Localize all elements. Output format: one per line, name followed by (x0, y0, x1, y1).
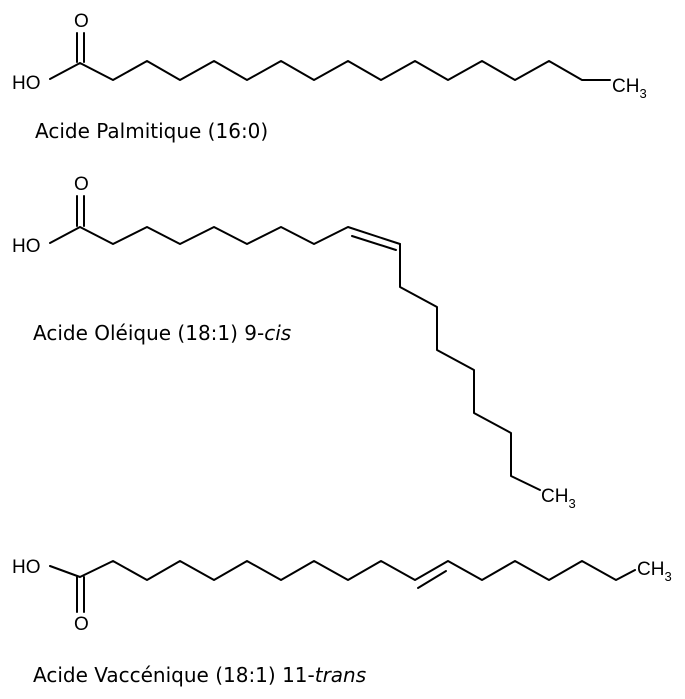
oleic-carbonyl-oxygen: O (74, 174, 89, 195)
vaccenic-acid-label: Acide Vaccénique (18:1) 11-trans (33, 663, 366, 687)
palmitic-hydroxyl: HO (12, 73, 41, 94)
vaccenic-carbon-chain (49, 560, 636, 581)
palmitic-acid-structure: O HO CH3 Acide Palmitique (16:0) (12, 11, 647, 143)
palmitic-acid-label: Acide Palmitique (16:0) (35, 119, 268, 143)
vaccenic-carbonyl-oxygen: O (74, 614, 89, 635)
vaccenic-acid-structure: HO O CH3 Acide Vaccénique (18:1) 11-tran… (12, 557, 672, 687)
palmitic-carbon-chain (49, 60, 611, 81)
vaccenic-methyl: CH3 (637, 559, 672, 584)
oleic-cis-double-bond (351, 235, 397, 251)
oleic-methyl: CH3 (541, 486, 576, 511)
vaccenic-trans-double-bond (417, 570, 447, 589)
palmitic-methyl: CH3 (612, 76, 647, 101)
oleic-hydroxyl: HO (12, 236, 41, 257)
oleic-carbon-chain-upper (49, 226, 401, 245)
oleic-carbon-chain-lower (399, 243, 541, 491)
oleic-acid-label: Acide Oléique (18:1) 9-cis (33, 321, 291, 345)
palmitic-carbonyl-oxygen: O (74, 11, 89, 32)
vaccenic-hydroxyl: HO (12, 557, 41, 578)
oleic-acid-structure: O HO CH3 Acide Oléique (18:1) 9-cis (12, 174, 576, 511)
